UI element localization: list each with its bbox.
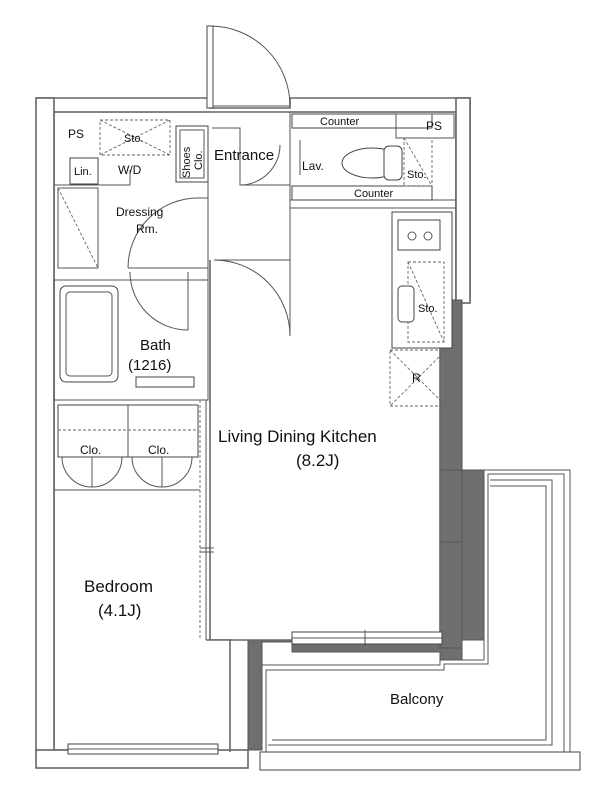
storage-toilet-label: Sto.: [407, 169, 427, 181]
dressing-label: Dressing: [116, 205, 163, 219]
closets: [57, 404, 199, 488]
bath-label: Bath: [140, 337, 171, 354]
shoes-closet: [175, 125, 209, 183]
ps-left-label: PS: [68, 127, 84, 141]
shoes-label: Shoes: [181, 146, 193, 178]
balcony-label: Balcony: [390, 691, 444, 708]
ldk-label: Living Dining Kitchen: [218, 427, 377, 446]
closet-2-label: Clo.: [148, 443, 169, 457]
bedroom-bottom-wall: [35, 743, 249, 769]
dressing-room: [54, 119, 209, 400]
ldk-walls: [209, 199, 456, 646]
entrance: [206, 25, 291, 337]
entrance-label: Entrance: [214, 147, 274, 164]
wd-label: W/D: [118, 163, 142, 177]
lavatory: [291, 113, 455, 201]
counter-bottom-label: Counter: [354, 188, 393, 200]
room-labels: PS PS Sto. W/D Lin. Shoes Clo. Entrance …: [68, 116, 444, 708]
bedroom-label: Bedroom: [84, 577, 153, 596]
storage-wd-label: Sto.: [124, 133, 144, 145]
bathroom: [53, 271, 209, 401]
balcony-outline: [259, 469, 581, 771]
shoes-clo-label: Clo.: [193, 150, 205, 170]
ps-right-label: PS: [426, 119, 442, 133]
bedroom-walls: [54, 400, 231, 752]
fridge-label: R: [412, 371, 421, 385]
storage-kitchen-label: Sto.: [418, 303, 438, 315]
kitchen: [389, 211, 453, 407]
bedroom-size-label: (4.1J): [98, 601, 141, 620]
bath-size-label: (1216): [128, 357, 171, 374]
lav-label: Lav.: [302, 159, 324, 173]
counter-top-label: Counter: [320, 116, 359, 128]
outer-walls: [35, 97, 471, 754]
closet-1-label: Clo.: [80, 443, 101, 457]
ldk-size-label: (8.2J): [296, 451, 339, 470]
dressing-rm-label: Rm.: [136, 222, 158, 236]
linen-label: Lin.: [74, 166, 92, 178]
